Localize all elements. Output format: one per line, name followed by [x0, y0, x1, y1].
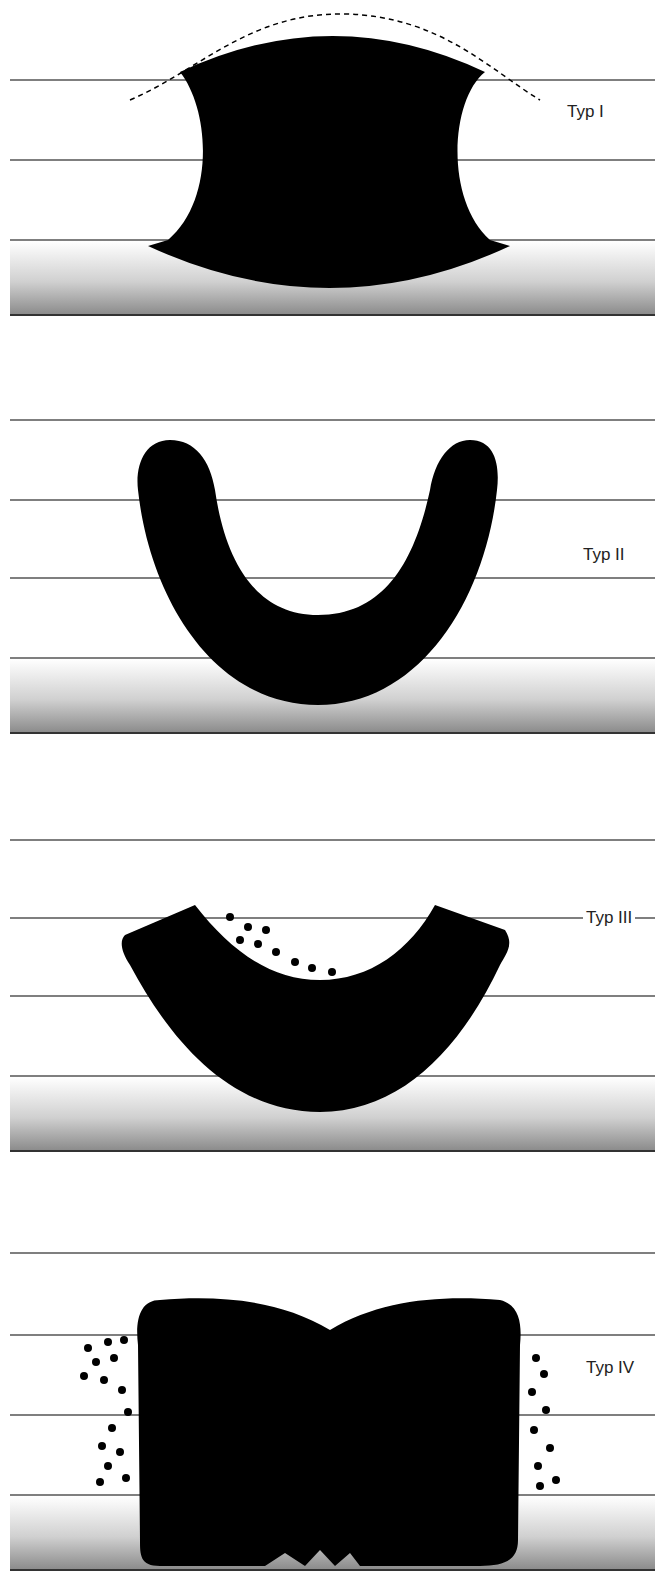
particle-dots [80, 913, 560, 1490]
type-label: Typ II [580, 545, 628, 565]
base-bands [10, 241, 655, 1570]
type-label: Typ IV [583, 1358, 637, 1378]
type-label: Typ III [583, 908, 635, 928]
layer-lines [10, 80, 655, 1495]
defect-shapes [122, 36, 521, 1566]
dashed-outline [130, 14, 540, 100]
type-label: Typ I [564, 102, 607, 122]
